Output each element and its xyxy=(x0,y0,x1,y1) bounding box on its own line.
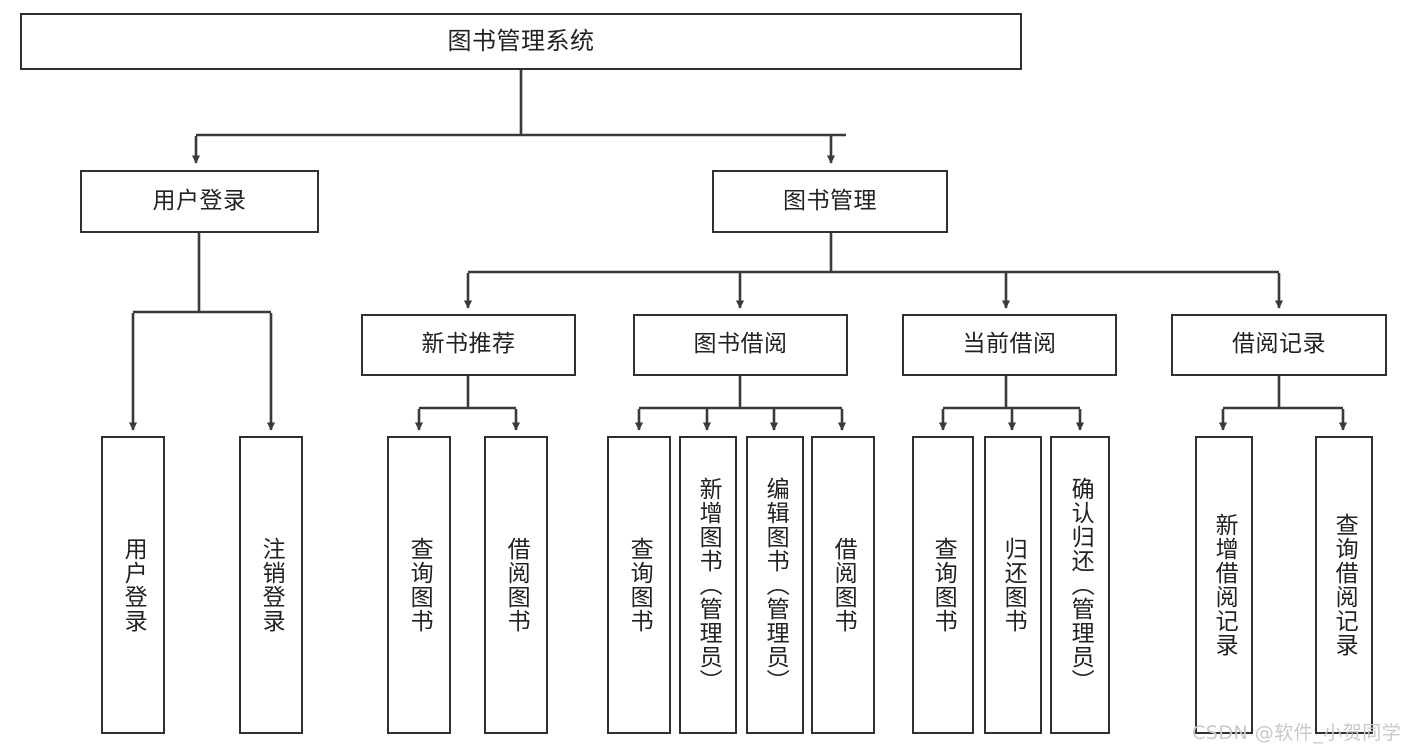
node-label: 当前借阅 xyxy=(962,331,1057,358)
node-leaf-borrow-book-1[interactable]: 借阅图书 xyxy=(484,436,548,734)
node-leaf-query-borrow-record[interactable]: 查询借阅记录 xyxy=(1315,436,1373,734)
node-label: 查询借阅记录 xyxy=(1331,513,1358,657)
node-label: 图书管理 xyxy=(783,187,877,214)
node-book-borrow[interactable]: 图书借阅 xyxy=(633,314,848,376)
node-label: 新增借阅记录 xyxy=(1211,513,1238,657)
node-label: 确认归还（管理员） xyxy=(1067,477,1094,693)
node-label: 新增图书（管理员） xyxy=(695,477,722,693)
node-current-borrow[interactable]: 当前借阅 xyxy=(902,314,1117,376)
node-label: 查询图书 xyxy=(930,537,957,633)
node-new-book-recommend[interactable]: 新书推荐 xyxy=(361,314,576,376)
node-leaf-query-book-1[interactable]: 查询图书 xyxy=(387,436,451,734)
node-label: 借阅记录 xyxy=(1232,331,1326,358)
node-book-manage[interactable]: 图书管理 xyxy=(712,170,948,233)
node-leaf-add-borrow-record[interactable]: 新增借阅记录 xyxy=(1195,436,1253,734)
node-label: 查询图书 xyxy=(626,537,653,633)
node-root-system[interactable]: 图书管理系统 xyxy=(20,13,1022,70)
node-label: 注销登录 xyxy=(258,537,285,633)
node-user-login[interactable]: 用户登录 xyxy=(80,170,319,233)
node-borrow-record[interactable]: 借阅记录 xyxy=(1171,314,1387,376)
node-label: 查询图书 xyxy=(406,537,433,633)
node-label: 用户登录 xyxy=(120,537,147,633)
node-leaf-confirm-return[interactable]: 确认归还（管理员） xyxy=(1050,436,1110,734)
node-label: 新书推荐 xyxy=(421,331,516,358)
node-leaf-add-book[interactable]: 新增图书（管理员） xyxy=(679,436,737,734)
node-leaf-edit-book[interactable]: 编辑图书（管理员） xyxy=(746,436,804,734)
node-label: 借阅图书 xyxy=(830,537,857,633)
csdn-watermark: CSDN @软件_小贺同学 xyxy=(1192,722,1402,744)
node-label: 借阅图书 xyxy=(503,537,530,633)
node-label: 图书管理系统 xyxy=(447,27,595,56)
node-leaf-query-book-2[interactable]: 查询图书 xyxy=(607,436,671,734)
node-leaf-query-book-3[interactable]: 查询图书 xyxy=(912,436,974,734)
node-label: 编辑图书（管理员） xyxy=(762,477,789,693)
node-label: 归还图书 xyxy=(1000,537,1027,633)
node-leaf-logout-login[interactable]: 注销登录 xyxy=(239,436,303,734)
node-label: 图书借阅 xyxy=(693,331,788,358)
node-label: 用户登录 xyxy=(152,187,247,214)
node-leaf-return-book[interactable]: 归还图书 xyxy=(984,436,1042,734)
node-leaf-user-login[interactable]: 用户登录 xyxy=(101,436,165,734)
node-leaf-borrow-book-2[interactable]: 借阅图书 xyxy=(811,436,875,734)
